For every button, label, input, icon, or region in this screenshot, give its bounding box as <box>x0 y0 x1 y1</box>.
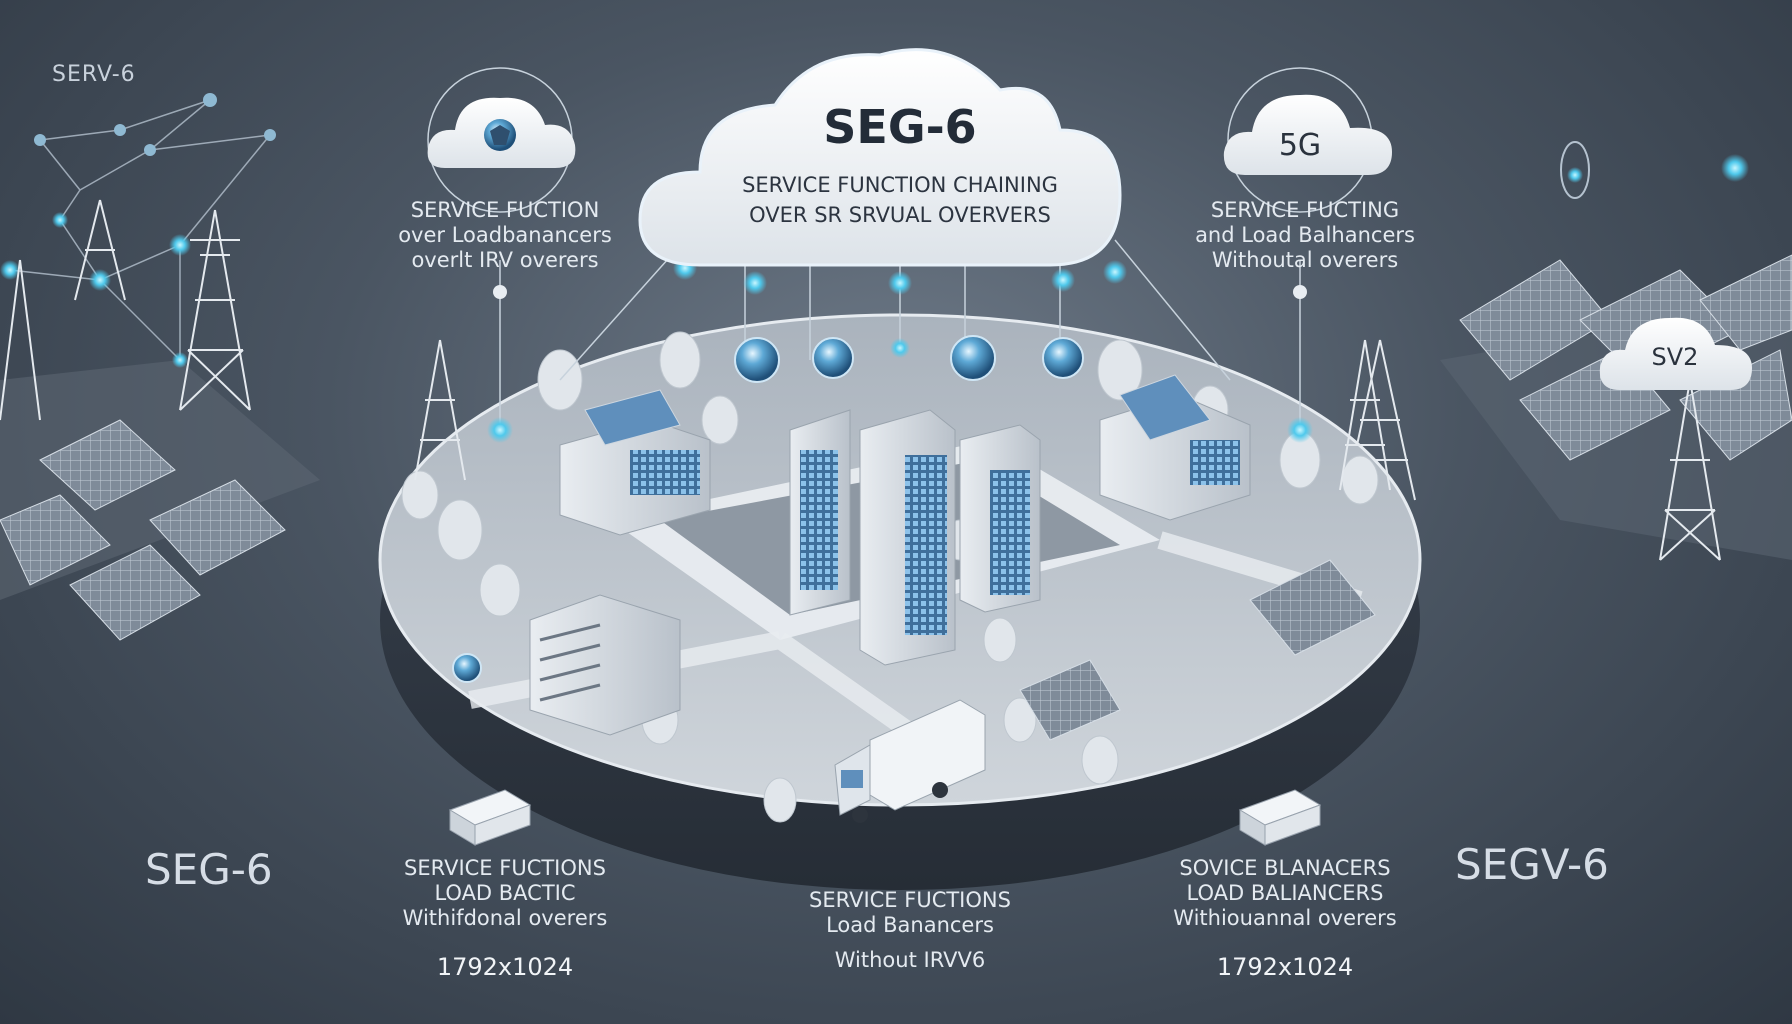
left-feature-line-2: over Loadbanancers <box>398 223 612 247</box>
left-cloud <box>427 67 576 213</box>
right-feature-line-1: SERVICE FUCTING <box>1210 198 1400 222</box>
right-5g-cloud <box>1223 67 1392 213</box>
bottom-left-big-label: SEG-6 <box>145 845 273 894</box>
left-feature-line-3: overlt IRV overers <box>411 248 599 272</box>
bottom-center-feature-line-1: SERVICE FUCTIONS <box>809 888 1011 912</box>
far-right-sv2-cloud <box>1599 317 1752 390</box>
right-office-building <box>1099 374 1251 521</box>
delivery-truck <box>834 699 986 823</box>
main-cloud <box>638 48 1122 267</box>
platform-solar-panels <box>1019 559 1376 741</box>
bottom-right-feature-line-3: Withiouannal overers <box>1173 906 1397 930</box>
main-cloud-title: SEG-6 <box>823 100 977 154</box>
lower-left-building <box>529 594 681 736</box>
bottom-left-feature-line-2: LOAD BACTIC <box>434 881 576 905</box>
right-feature-line-2: and Load Balhancers <box>1195 223 1415 247</box>
bottom-right-size: 1792x1024 <box>1216 953 1354 981</box>
platform-towers <box>414 339 1391 491</box>
right-cloud-label: 5G <box>1278 128 1322 163</box>
left-office-building <box>559 389 711 536</box>
far-right-cloud-label: SV2 <box>1651 343 1699 371</box>
bottom-left-size: 1792x1024 <box>436 953 574 981</box>
left-feature-line-1: SERVICE FUCTION <box>410 198 600 222</box>
bottom-left-server-icon <box>448 789 532 846</box>
network-orbs <box>452 335 1084 683</box>
central-skyscrapers <box>789 409 1041 666</box>
left-network-mesh <box>9 99 271 361</box>
bottom-right-big-label: SEGV-6 <box>1455 840 1609 889</box>
bottom-left-feature-line-3: Withifdonal overers <box>402 906 608 930</box>
bottom-center-feature-line-3: Without IRVV6 <box>834 948 986 972</box>
left-solar-panels <box>0 419 286 641</box>
left-network-nodes <box>0 93 276 368</box>
cloud-connector-nodes <box>487 256 1313 443</box>
right-transmission-tower <box>1344 339 1721 561</box>
left-transmission-tower <box>74 199 251 411</box>
bottom-right-feature-line-2: LOAD BALIANCERS <box>1186 881 1384 905</box>
main-cloud-subtitle-1: SERVICE FUNCTION CHAINING <box>742 173 1058 197</box>
bottom-left-feature-line-1: SERVICE FUCTIONS <box>404 856 606 880</box>
corner-label: SERV-6 <box>52 62 136 87</box>
left-transmission-tower-2 <box>0 259 41 421</box>
bottom-center-feature-line-2: Load Banancers <box>826 913 994 937</box>
right-floating-nodes <box>1560 141 1749 199</box>
bottom-right-feature-line-1: SOVICE BLANACERS <box>1179 856 1391 880</box>
bottom-right-server-icon <box>1238 789 1322 846</box>
right-feature-line-3: Withoutal overers <box>1211 248 1399 272</box>
main-cloud-subtitle-2: OVER SR SRVUAL OVERVERS <box>749 203 1051 227</box>
